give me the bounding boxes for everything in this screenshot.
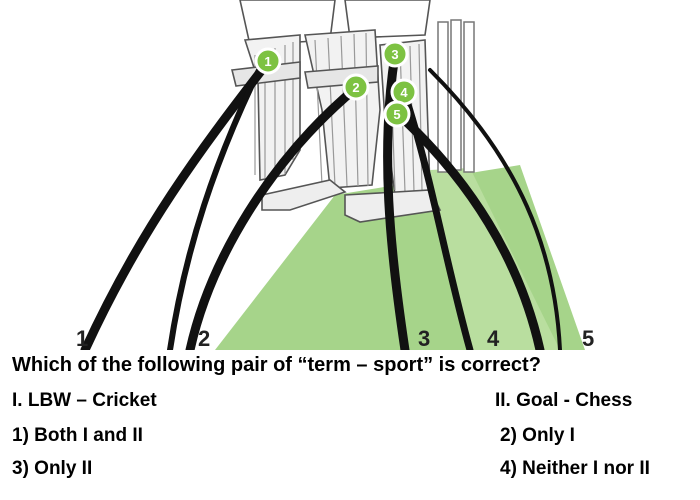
option-2[interactable]: 2) Only I — [500, 425, 575, 446]
trajectory-lines — [80, 50, 562, 350]
lane-number-5: 5 — [582, 326, 594, 350]
statement-1: I. LBW – Cricket — [12, 390, 157, 411]
trajectory-line-5 — [393, 109, 545, 350]
svg-text:1: 1 — [264, 54, 271, 69]
question-text: Which of the following pair of “term – s… — [12, 354, 541, 376]
svg-text:4: 4 — [400, 85, 408, 100]
lane-number-1: 1 — [76, 326, 88, 350]
statement-2: II. Goal - Chess — [495, 390, 633, 411]
trajectory-line-1 — [80, 57, 273, 350]
trajectory-line-3 — [383, 50, 410, 350]
option-4[interactable]: 4) Neither I nor II — [500, 458, 650, 479]
marker-3: 3 — [381, 40, 409, 68]
impact-markers: 1 2 3 4 5 — [254, 40, 418, 128]
lane-number-4: 4 — [487, 326, 500, 350]
marker-2: 2 — [342, 73, 370, 101]
marker-5: 5 — [383, 100, 411, 128]
svg-text:3: 3 — [391, 47, 398, 62]
marker-1: 1 — [254, 47, 282, 75]
cricket-lbw-illustration: 1 2 3 4 5 1 2 3 4 5 — [76, 0, 594, 350]
svg-text:5: 5 — [393, 107, 400, 122]
trajectory-line-5b — [428, 68, 562, 350]
lane-number-2: 2 — [198, 326, 210, 350]
lane-number-3: 3 — [418, 326, 430, 350]
option-1[interactable]: 1) Both I and II — [12, 425, 143, 446]
lane-numbers: 1 2 3 4 5 — [76, 326, 594, 350]
option-3[interactable]: 3) Only II — [12, 458, 93, 479]
trajectory-line-2 — [167, 61, 265, 350]
marker-4: 4 — [390, 78, 418, 106]
trajectory-line-2b — [185, 83, 361, 350]
svg-text:2: 2 — [352, 80, 359, 95]
